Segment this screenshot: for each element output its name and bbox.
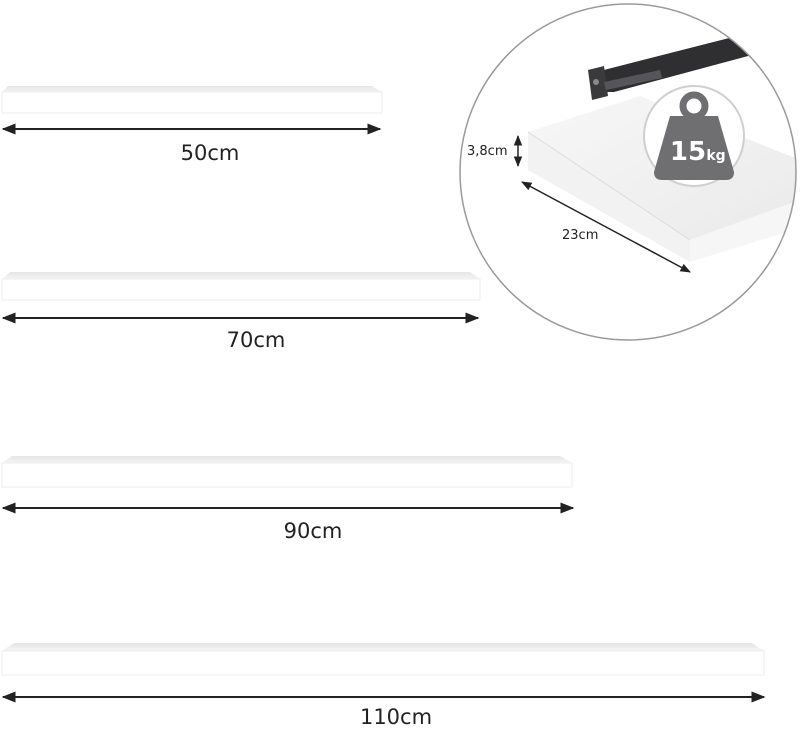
detail-callout: 15 kg — [459, 3, 797, 341]
shelf-70cm-label: 70cm — [226, 328, 286, 352]
shelf-110cm — [1, 643, 765, 676]
depth-label: 23cm — [562, 228, 599, 243]
shelf-110cm-label: 110cm — [359, 705, 433, 729]
shelf-90cm — [1, 456, 573, 488]
shelf-50cm — [1, 86, 383, 114]
thickness-label: 3,8cm — [467, 144, 508, 159]
shelf-50cm-label: 50cm — [180, 141, 240, 165]
shelf-90cm-label: 90cm — [283, 519, 343, 543]
weight-unit: kg — [706, 148, 725, 164]
weight-value: 15 — [670, 137, 706, 167]
weight-icon: 15 kg — [643, 85, 745, 187]
depth-arrow — [521, 181, 691, 273]
shelf-70cm — [1, 272, 481, 301]
